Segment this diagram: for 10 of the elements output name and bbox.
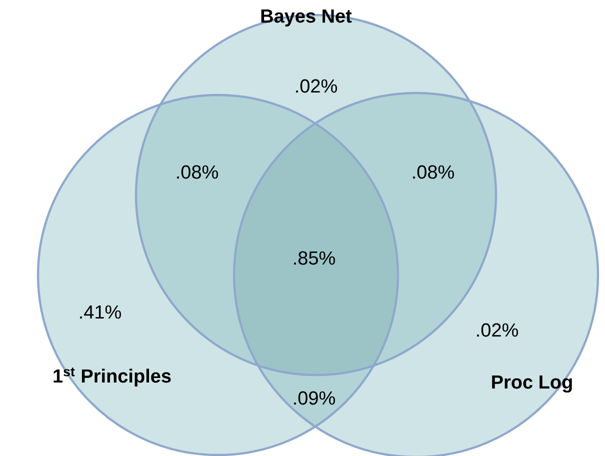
percentage-label: .08% [413,165,454,179]
set-label: Bayes Net [261,10,352,26]
set-label: 1$^{st}$ Principles [54,368,171,386]
percentage-label: .09% [294,391,335,405]
percentage-label: .02% [477,323,518,337]
percentage-label: .41% [80,305,121,319]
set-label: Proc Log [492,375,572,393]
percentage-label: .02% [296,79,337,93]
percentage-label: .85% [294,251,335,265]
percentage-label: .08% [177,165,218,179]
